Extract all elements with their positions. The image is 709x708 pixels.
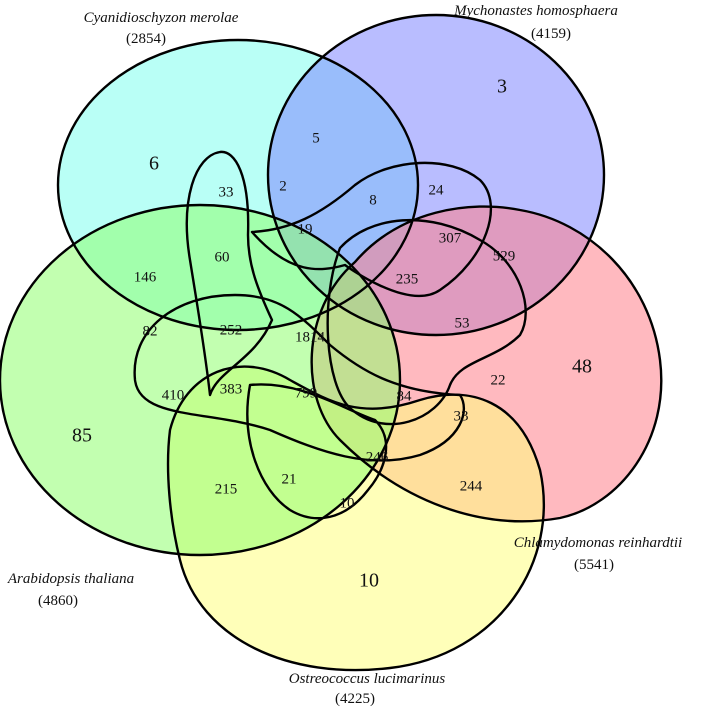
label-mychonastes-name: Mychonastes homosphaera bbox=[453, 3, 618, 19]
count-region: 252 bbox=[220, 322, 243, 338]
chlamydomonas-outline bbox=[310, 205, 663, 523]
count-region: 5 bbox=[312, 130, 320, 146]
set-labels: Cyanidioschyzon merolae (2854) Mychonast… bbox=[7, 3, 682, 707]
count-region: 410 bbox=[162, 387, 185, 403]
count-region: 84 bbox=[397, 388, 413, 404]
count-ostreococcus-only: 10 bbox=[359, 570, 379, 592]
count-region: 8 bbox=[369, 192, 377, 208]
region-counts: 6 3 48 10 85 5 33 2 8 24 19 146 60 307 5… bbox=[72, 76, 592, 592]
count-mychonastes-only: 3 bbox=[497, 76, 507, 98]
count-region: 10 bbox=[340, 495, 355, 511]
count-region: 244 bbox=[460, 478, 483, 494]
count-region: 24 bbox=[429, 182, 445, 198]
label-mychonastes-total: (4159) bbox=[531, 26, 571, 42]
count-region: 529 bbox=[493, 248, 516, 264]
count-region: 799 bbox=[295, 385, 318, 401]
count-region: 53 bbox=[455, 315, 470, 331]
label-arabidopsis-name: Arabidopsis thaliana bbox=[7, 571, 134, 587]
count-region: 2 bbox=[279, 178, 287, 194]
count-arabidopsis-only: 85 bbox=[72, 425, 92, 447]
count-region: 19 bbox=[298, 221, 313, 237]
count-region: 60 bbox=[215, 249, 230, 265]
set-fills bbox=[0, 15, 662, 671]
ostreococcus-outline bbox=[166, 365, 545, 672]
lobe-ostreococcus-inner bbox=[246, 383, 388, 520]
label-ostreococcus-total: (4225) bbox=[335, 691, 375, 707]
count-region: 22 bbox=[491, 372, 506, 388]
count-region: 246 bbox=[366, 449, 389, 465]
count-region: 235 bbox=[396, 271, 419, 287]
label-cyanidioschyzon-total: (2854) bbox=[126, 31, 166, 47]
set-outlines bbox=[0, 13, 663, 672]
count-cyanidioschyzon-only: 6 bbox=[149, 153, 159, 175]
lobe-chlamydomonas-inner bbox=[326, 218, 527, 426]
label-chlamydomonas-name: Chlamydomonas reinhardtii bbox=[514, 535, 682, 551]
count-region: 82 bbox=[143, 323, 158, 339]
arabidopsis-outline bbox=[0, 203, 402, 557]
count-region: 33 bbox=[219, 184, 234, 200]
label-cyanidioschyzon-name: Cyanidioschyzon merolae bbox=[84, 10, 239, 26]
cyanidioschyzon-outline bbox=[56, 38, 420, 332]
count-region: 1814 bbox=[295, 329, 326, 345]
lobe-cyanidioschyzon-inner bbox=[185, 150, 274, 397]
label-chlamydomonas-total: (5541) bbox=[574, 557, 614, 573]
mychonastes-outline bbox=[266, 13, 606, 337]
count-region: 33 bbox=[454, 408, 469, 424]
count-region: 383 bbox=[220, 381, 243, 397]
count-chlamydomonas-only: 48 bbox=[572, 356, 592, 378]
label-arabidopsis-total: (4860) bbox=[38, 593, 78, 609]
lobe-mychonastes-inner bbox=[250, 161, 493, 298]
count-region: 21 bbox=[282, 471, 297, 487]
set-arabidopsis-shape bbox=[0, 205, 400, 555]
count-region: 146 bbox=[134, 269, 157, 285]
count-region: 307 bbox=[439, 230, 462, 246]
label-ostreococcus-name: Ostreococcus lucimarinus bbox=[289, 671, 446, 687]
count-region: 215 bbox=[215, 481, 238, 497]
